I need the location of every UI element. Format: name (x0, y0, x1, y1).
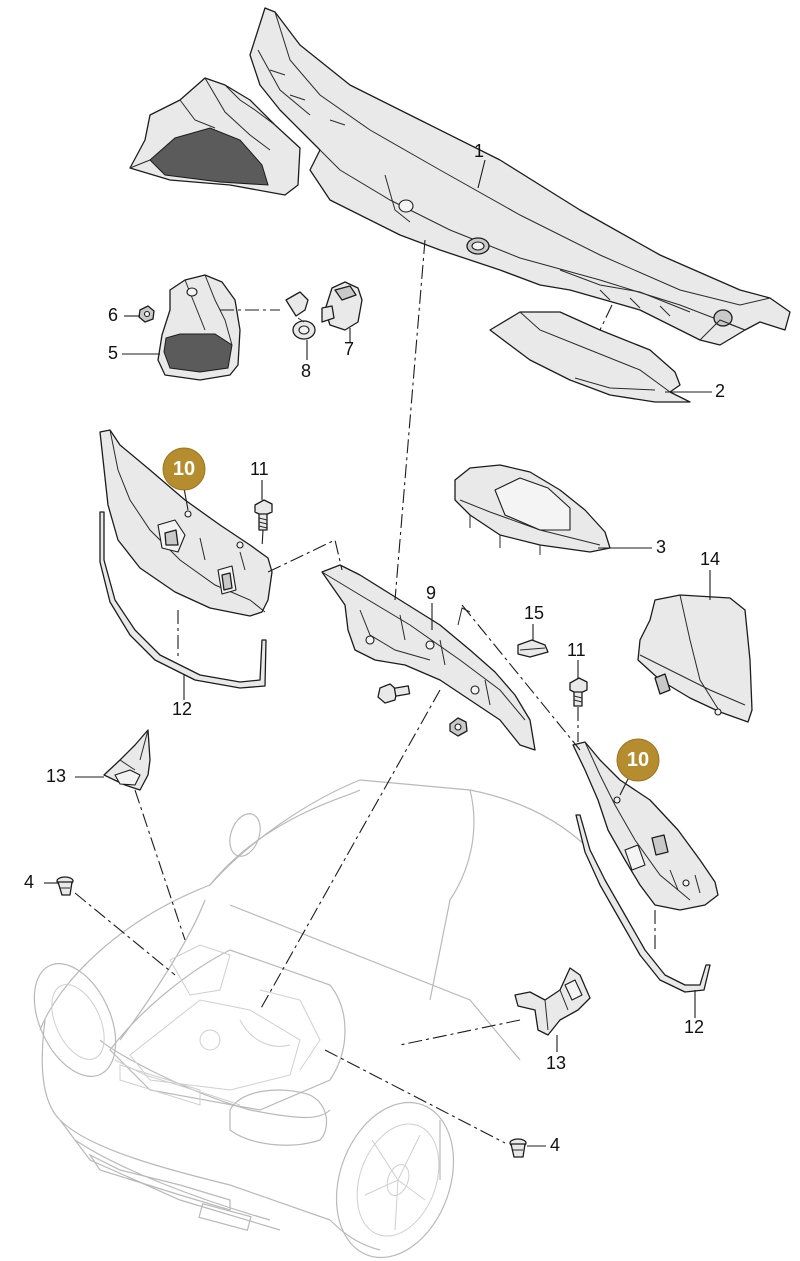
cowl-panel (249, 7, 791, 346)
bolt-right-part-11 (569, 677, 588, 707)
label-7: 7 (344, 339, 354, 359)
trim-part-3 (454, 464, 611, 555)
label-12-right: 12 (684, 1017, 704, 1037)
bulkhead-part-9 (321, 564, 536, 751)
air-intake-top-left (129, 77, 301, 196)
bracket-bottom-part-13 (514, 967, 591, 1036)
clip-top-part-4 (56, 876, 74, 896)
bolt-under-bulkhead (377, 683, 411, 704)
badge-10-right[interactable]: 10 (616, 738, 660, 782)
clip-bottom-part-4 (509, 1138, 527, 1158)
vehicle-outline (33, 779, 601, 1259)
label-8: 8 (301, 361, 311, 381)
cover-part-14 (637, 594, 753, 723)
label-3: 3 (656, 537, 666, 557)
leader-lines (44, 159, 712, 1147)
label-4-bottom: 4 (550, 1135, 560, 1155)
badge-10-left[interactable]: 10 (162, 447, 206, 491)
label-13-bottom: 13 (546, 1053, 566, 1073)
label-13-left: 13 (46, 766, 66, 786)
label-11-right: 11 (567, 640, 586, 660)
air-duct-part-5 (157, 274, 241, 381)
label-4-top: 4 (24, 872, 34, 892)
nut-part-6 (138, 305, 155, 323)
clip-part-15 (517, 639, 549, 658)
badge-10-left-text: 10 (173, 458, 195, 480)
label-14: 14 (700, 549, 720, 569)
sensor-part-7 (321, 281, 363, 331)
label-6: 6 (108, 305, 118, 325)
badge-10-right-text: 10 (627, 749, 649, 771)
label-2: 2 (715, 381, 725, 401)
label-5: 5 (108, 343, 118, 363)
label-1: 1 (474, 141, 484, 161)
clip-part-8 (285, 291, 316, 340)
side-panel-right-part-10 (572, 741, 719, 911)
label-11-left: 11 (250, 459, 269, 479)
side-panel-left-part-10 (99, 429, 273, 617)
assembly-lines (74, 239, 656, 1144)
label-15: 15 (524, 603, 544, 623)
nut-under-bulkhead (449, 717, 468, 737)
cowl-cover-part-2 (489, 311, 691, 403)
label-12-left: 12 (172, 699, 192, 719)
callout-labels: 1 2 3 4 4 5 6 7 8 9 11 11 12 12 13 13 14… (24, 141, 725, 1155)
label-9: 9 (426, 583, 436, 603)
seal-left-part-12 (99, 511, 267, 689)
seal-right-part-12 (575, 814, 711, 993)
bolt-left-part-11 (254, 499, 273, 531)
bracket-left-part-13 (103, 729, 151, 791)
